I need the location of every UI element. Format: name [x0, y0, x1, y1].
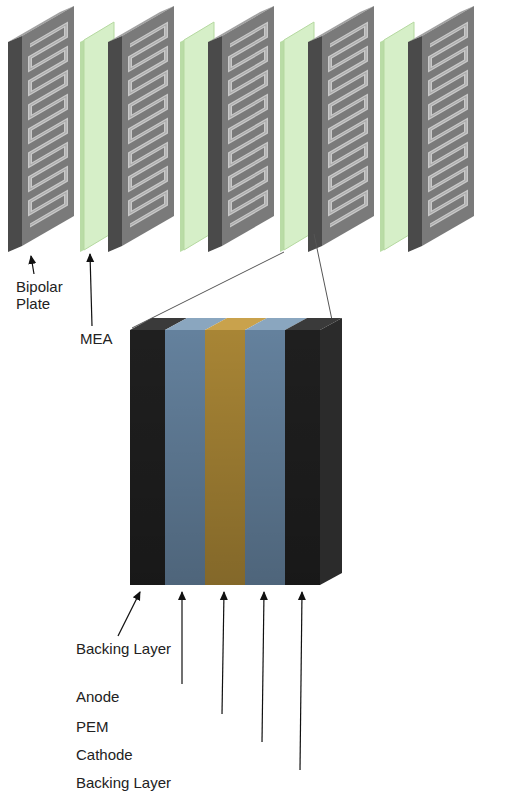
- leader-arrow: [31, 256, 34, 274]
- zoom-line: [132, 252, 284, 328]
- leader-arrow: [222, 592, 224, 714]
- leader-arrow: [90, 254, 92, 326]
- leader-arrow: [300, 592, 302, 770]
- part-label: Anode: [76, 688, 119, 705]
- zoom-line: [314, 234, 332, 320]
- bipolar-plate: [208, 6, 274, 252]
- leader-arrow: [262, 592, 264, 742]
- leader-arrows: [31, 254, 302, 770]
- bipolar-plate: [108, 6, 174, 252]
- bipolar-plate: [8, 6, 74, 252]
- mea-closeup: [130, 318, 342, 585]
- leader-arrow: [181, 592, 182, 684]
- part-label: Cathode: [76, 746, 133, 763]
- part-label: MEA: [80, 330, 113, 347]
- part-label: Backing Layer: [76, 640, 171, 657]
- bipolar-plate: [408, 6, 474, 252]
- leader-arrow: [118, 592, 140, 636]
- part-label: Bipolar Plate: [16, 278, 78, 312]
- part-label: PEM: [76, 718, 109, 735]
- bipolar-plate: [308, 6, 374, 252]
- part-label: Backing Layer: [76, 774, 171, 791]
